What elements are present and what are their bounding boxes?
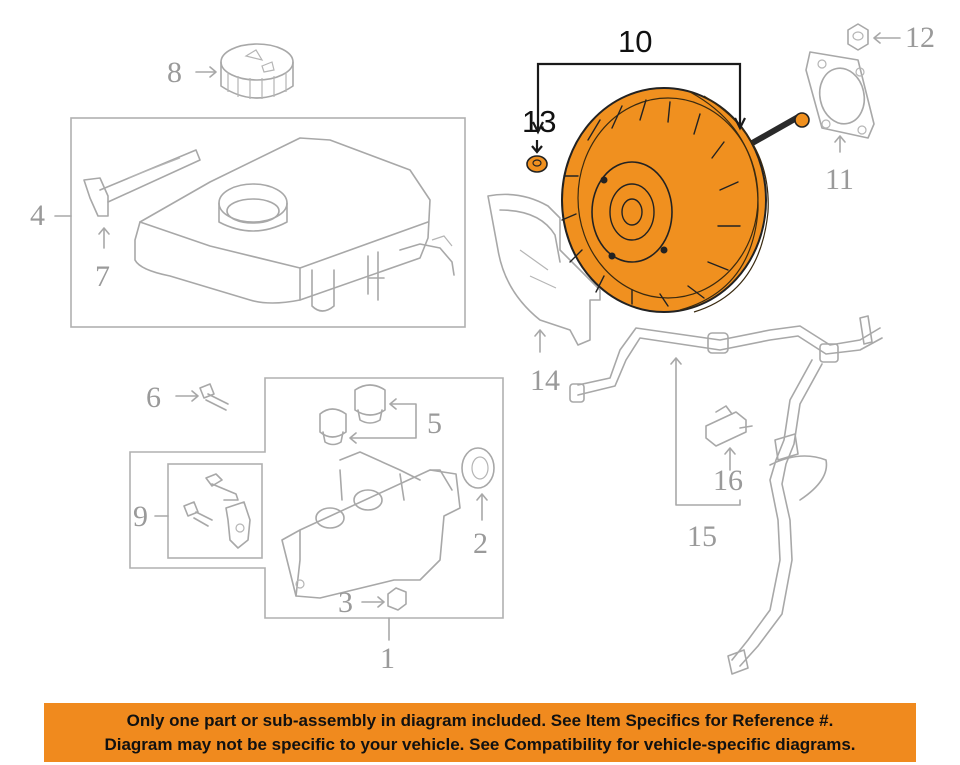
leader-5 [349, 398, 417, 444]
leader-3 [361, 596, 385, 608]
callout-15: 15 [687, 520, 717, 553]
reservoir-bracket [83, 149, 201, 217]
master-cylinder [281, 451, 461, 599]
seal-2 [461, 447, 495, 489]
callout-10: 10 [618, 24, 653, 59]
disclaimer-line-1: Only one part or sub-assembly in diagram… [126, 710, 834, 730]
booster-gasket [805, 51, 875, 139]
disclaimer-line-2: Diagram may not be specific to your vehi… [104, 734, 856, 754]
sensor-box [167, 463, 263, 559]
leader-15 [670, 357, 741, 506]
washer-13[interactable] [526, 155, 548, 173]
leader-6 [175, 390, 199, 402]
parts-diagram [54, 23, 901, 675]
leader-13 [531, 140, 543, 154]
leader-11 [834, 135, 846, 153]
nut-3 [387, 587, 407, 611]
callout-6: 6 [146, 381, 161, 414]
heat-shield [487, 193, 601, 346]
callout-4: 4 [30, 199, 45, 232]
switch-sensors [183, 473, 251, 549]
callout-3: 3 [338, 586, 353, 619]
callout-1: 1 [380, 642, 395, 675]
leader-2 [476, 493, 488, 521]
leader-8 [195, 66, 217, 78]
leader-7 [98, 227, 110, 249]
leader-12 [873, 32, 901, 44]
leader-10 [536, 62, 742, 132]
callout-16: 16 [713, 464, 743, 497]
nut-12 [847, 23, 869, 51]
bolt-6 [199, 383, 229, 411]
brake-lines [569, 315, 883, 675]
leader-14 [534, 329, 546, 353]
callout-14: 14 [530, 364, 560, 397]
disclaimer-banner: Only one part or sub-assembly in diagram… [44, 703, 916, 762]
reservoir-grommets [319, 384, 386, 446]
brake-booster[interactable] [561, 87, 810, 313]
callout-2: 2 [473, 527, 488, 560]
reservoir-box [70, 117, 466, 328]
master-cylinder-box [129, 377, 504, 619]
callout-9: 9 [133, 500, 148, 533]
callout-7: 7 [95, 260, 110, 293]
reservoir-cap [220, 43, 294, 99]
callout-11: 11 [825, 163, 854, 196]
callout-5: 5 [427, 407, 442, 440]
callout-8: 8 [167, 56, 182, 89]
callout-13: 13 [522, 104, 557, 139]
callout-12: 12 [905, 21, 935, 54]
fluid-reservoir [134, 137, 455, 312]
leader-10-arrows [532, 117, 746, 135]
pressure-sensor [705, 405, 753, 447]
leader-16 [724, 447, 736, 471]
